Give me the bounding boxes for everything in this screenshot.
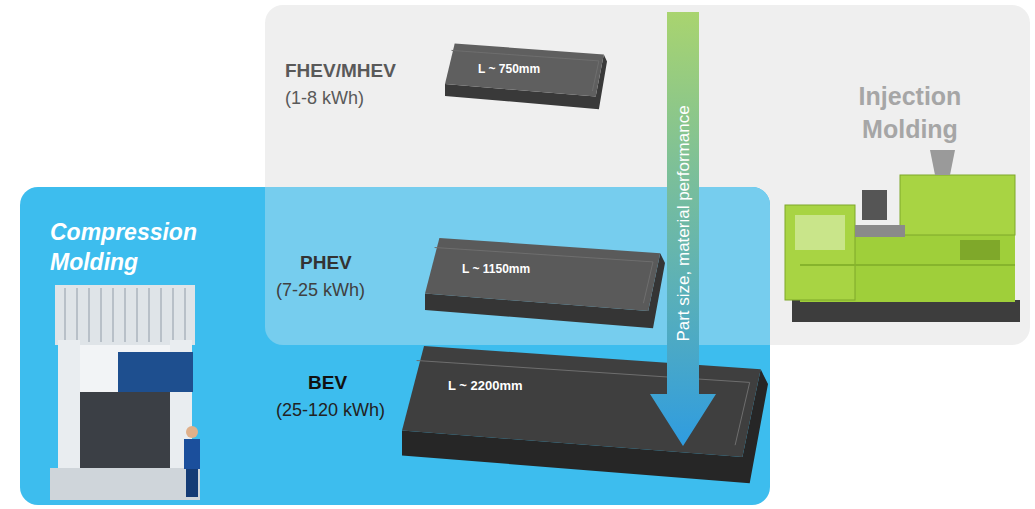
- region-title: Injection Molding: [825, 80, 995, 145]
- injection-machine: [785, 150, 1020, 322]
- compression-press: [50, 285, 200, 500]
- press-crown: [55, 285, 195, 345]
- battery-node: L ~ 1150mm: [425, 236, 665, 332]
- battery-top: [402, 346, 761, 457]
- battery-pack: [425, 236, 665, 332]
- vehicle-label: PHEV: [300, 252, 352, 274]
- battery-top: [445, 43, 604, 96]
- control-panel: [862, 190, 887, 220]
- length-label: L ~ 1150mm: [462, 262, 530, 276]
- vehicle-label: (1-8 kWh): [285, 88, 364, 109]
- press-opening: [80, 392, 170, 468]
- clamp-window: [795, 215, 845, 250]
- battery-node: L ~ 750mm: [445, 42, 607, 112]
- vehicle-label: (7-25 kWh): [276, 280, 365, 301]
- trend-arrow-node: Part size, material performance: [650, 12, 716, 446]
- compression-region: [20, 187, 770, 505]
- hopper: [930, 150, 955, 175]
- battery-edge: [452, 50, 599, 91]
- operator-body: [184, 439, 200, 469]
- battery-node: L ~ 2200mm: [402, 343, 768, 489]
- press-base: [50, 468, 200, 500]
- battery-edge: [435, 248, 653, 304]
- vehicle-label: FHEV/MHEV: [285, 60, 396, 82]
- operator-head: [186, 426, 198, 438]
- operator-legs: [186, 469, 198, 497]
- press-panel: [118, 352, 193, 392]
- region-title: Compression Molding: [50, 218, 225, 278]
- vehicle-label: (25-120 kWh): [276, 400, 385, 421]
- vehicle-label: BEV: [308, 372, 347, 394]
- battery-pack: [402, 343, 768, 489]
- body-panel: [960, 240, 1000, 260]
- process-region: Compression Molding L ~ 1150mm L ~ 2200mm: [20, 187, 770, 505]
- machine-base: [792, 300, 1020, 322]
- press-column: [58, 340, 80, 475]
- arrow-label: Part size, material performance: [675, 105, 692, 341]
- length-label: L ~ 2200mm: [448, 378, 523, 393]
- body-stripe: [800, 264, 1015, 266]
- battery-top: [425, 238, 660, 311]
- battery-pack: [445, 42, 607, 112]
- length-label: L ~ 750mm: [478, 62, 540, 76]
- clamp-unit: [785, 205, 855, 300]
- injection-unit: [900, 175, 1015, 235]
- barrel: [855, 225, 905, 237]
- battery-edge: [417, 361, 750, 446]
- crown-ribs: [65, 288, 185, 342]
